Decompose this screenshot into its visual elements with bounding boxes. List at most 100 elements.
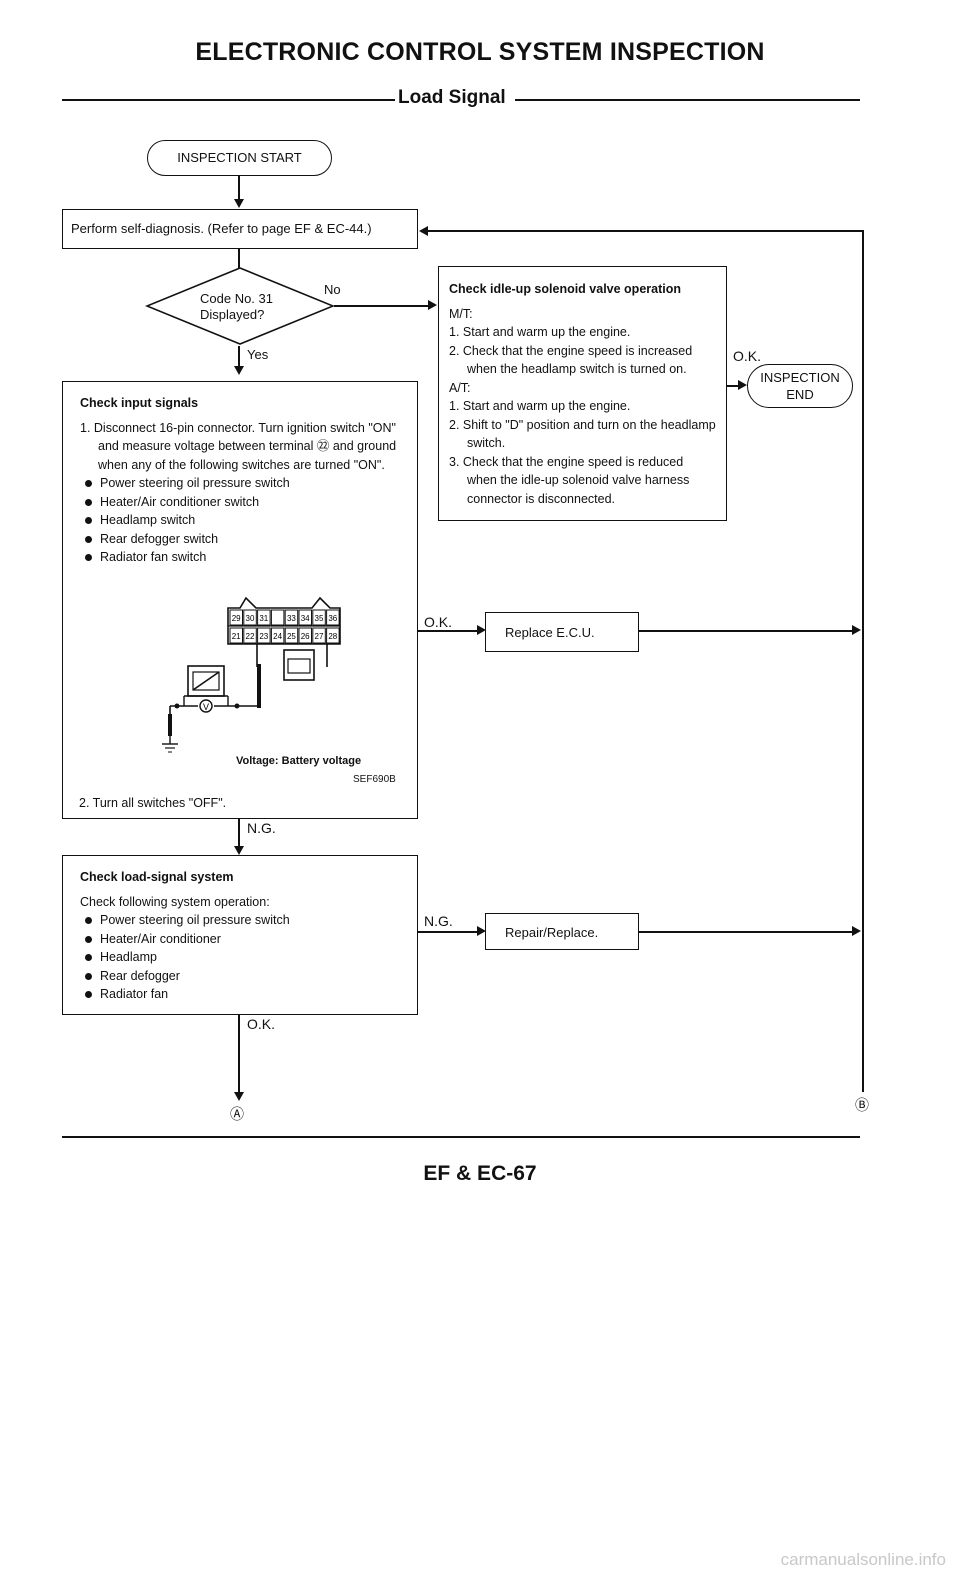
inspection-start-oval: INSPECTION START — [147, 140, 332, 176]
bottom-pin — [257, 627, 271, 644]
input-signals-title: Check input signals — [80, 396, 199, 410]
bottom-pin-label: 22 — [246, 632, 255, 641]
idle-up-check-box: Check idle-up solenoid valve operation M… — [438, 266, 727, 521]
arrow-right-icon — [738, 380, 747, 390]
top-pin-label: 35 — [315, 614, 324, 623]
load-item: Power steering oil pressure switch — [80, 911, 407, 930]
decision-no-label: No — [324, 282, 341, 297]
mt-label: M/T: — [449, 306, 473, 321]
top-pin — [312, 609, 326, 626]
arrow-down-icon — [234, 366, 244, 375]
top-pin-label: 34 — [301, 614, 310, 623]
top-pin — [229, 609, 243, 626]
arrow-right-icon — [428, 300, 437, 310]
top-pin — [257, 609, 271, 626]
at-step: 1. Start and warm up the engine. — [449, 399, 631, 413]
arrow-right-icon — [477, 926, 486, 936]
switch-item: Power steering oil pressure switch — [80, 474, 407, 493]
bottom-pin-label: 25 — [287, 632, 296, 641]
top-pin — [298, 609, 312, 626]
inspection-start-label: INSPECTION START — [177, 150, 302, 165]
arrow-right-icon — [852, 625, 861, 635]
page-subtitle: Load Signal — [398, 87, 506, 108]
bottom-pin — [229, 627, 243, 644]
idle-up-title: Check idle-up solenoid valve operation — [449, 282, 681, 296]
arrow-right-icon — [477, 625, 486, 635]
ok-mid-line — [418, 630, 480, 632]
connector-a-icon: Ⓐ — [230, 1106, 244, 1122]
watermark: carmanualsonline.info — [780, 1550, 946, 1569]
ok-down-line — [238, 1015, 240, 1095]
bottom-pin-label: 24 — [273, 632, 282, 641]
replace-ecu-text: Replace E.C.U. — [505, 625, 595, 640]
top-pin — [270, 609, 285, 626]
yes-branch-line — [238, 346, 240, 368]
mt-step: 1. Start and warm up the engine. — [449, 325, 631, 339]
header-rule-right — [515, 99, 860, 101]
ng-label-2: N.G. — [424, 913, 453, 929]
bottom-pin — [243, 627, 257, 644]
voltmeter-symbol: V — [203, 702, 209, 712]
bottom-pin-label: 21 — [232, 632, 241, 641]
bottom-pin-label: 23 — [259, 632, 268, 641]
connector-b-icon: Ⓑ — [855, 1097, 869, 1113]
bottom-pin-label: 27 — [315, 632, 324, 641]
top-pin — [326, 609, 340, 626]
load-item: Radiator fan — [80, 985, 407, 1004]
inspection-end-line2: END — [786, 387, 814, 402]
self-diagnosis-text: Perform self-diagnosis. (Refer to page E… — [71, 221, 372, 236]
top-pin — [243, 609, 257, 626]
figure-ref: SEF690B — [353, 774, 396, 785]
repair-out-line — [639, 931, 853, 933]
inspection-end-oval: INSPECTION END — [747, 364, 853, 408]
arrow-down-icon — [234, 1092, 244, 1101]
repair-text: Repair/Replace. — [505, 925, 599, 940]
top-pin-label: 36 — [328, 614, 337, 623]
load-item: Headlamp — [80, 948, 407, 967]
at-step: 2. Shift to "D" position and turn on the… — [449, 417, 716, 451]
switch-item: Rear defogger switch — [80, 530, 407, 549]
at-label: A/T: — [449, 380, 471, 395]
replace-ecu-box: Replace E.C.U. — [485, 612, 639, 652]
connector-line — [238, 176, 240, 202]
top-pin-label: 31 — [259, 614, 268, 623]
bottom-pin — [284, 627, 299, 644]
arrow-down-icon — [234, 199, 244, 208]
ok-branch-line — [727, 385, 739, 387]
input-signals-step1: 1. Disconnect 16-pin connector. Turn ign… — [80, 420, 397, 472]
load-signal-title: Check load-signal system — [80, 870, 234, 884]
inspection-end-line1: INSPECTION — [760, 370, 840, 385]
bottom-pin-label: 26 — [301, 632, 310, 641]
self-diagnosis-box: Perform self-diagnosis. (Refer to page E… — [62, 209, 418, 249]
switch-item: Headlamp switch — [80, 511, 407, 530]
decision-text-line1: Code No. 31 — [200, 291, 273, 306]
switch-item: Radiator fan switch — [80, 548, 407, 567]
repair-box: Repair/Replace. — [485, 913, 639, 950]
header-rule-left — [62, 99, 395, 101]
bottom-pin-label: 28 — [328, 632, 337, 641]
connector-line — [238, 249, 240, 269]
footer-rule — [62, 1136, 860, 1138]
decision-yes-label: Yes — [247, 347, 269, 362]
ng-down-line — [238, 819, 240, 849]
ok-label-bottom: O.K. — [247, 1016, 276, 1032]
arrow-down-icon — [234, 846, 244, 855]
ok-label-idle: O.K. — [733, 348, 762, 364]
page-number: EF & EC-67 — [423, 1162, 537, 1185]
ok-label-mid: O.K. — [424, 614, 453, 630]
top-pin-label: 30 — [246, 614, 255, 623]
ng-repair-line — [418, 931, 480, 933]
decision-diamond — [145, 267, 335, 345]
mt-step: 2. Check that the engine speed is increa… — [449, 343, 693, 377]
no-branch-line — [334, 305, 429, 307]
voltage-note: Voltage: Battery voltage — [236, 755, 362, 767]
arrow-left-icon — [419, 226, 428, 236]
return-line-right — [862, 230, 864, 1092]
load-item: Rear defogger — [80, 967, 407, 986]
bottom-pin — [270, 627, 285, 644]
ng-label-1: N.G. — [247, 820, 276, 836]
top-pin — [284, 609, 299, 626]
arrow-right-icon — [852, 926, 861, 936]
bottom-pin — [298, 627, 312, 644]
